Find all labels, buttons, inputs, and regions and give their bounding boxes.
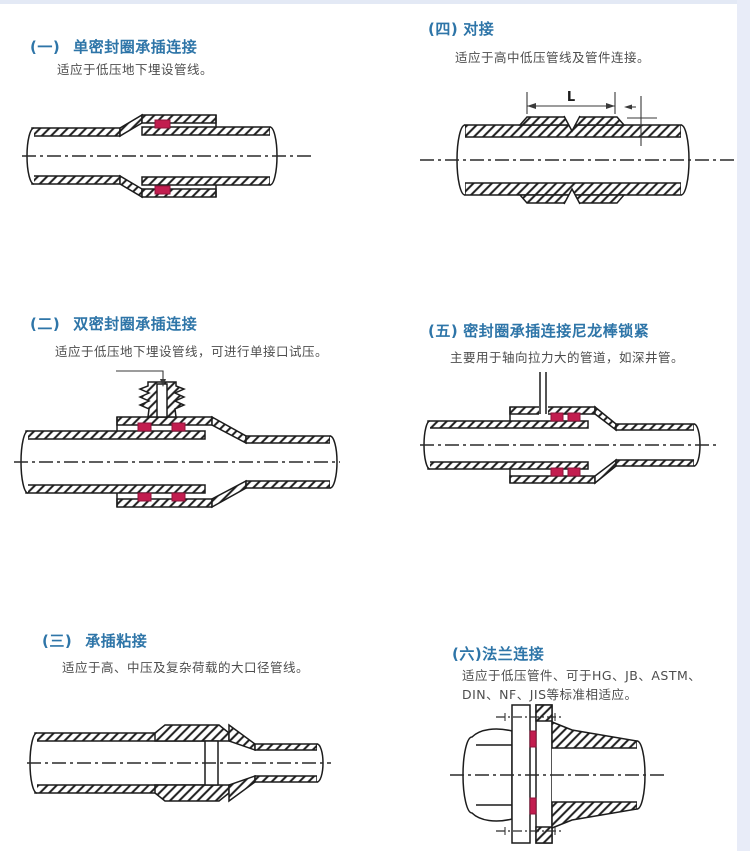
seal-ring xyxy=(567,467,581,477)
section3-title-text: 承插粘接 xyxy=(85,632,148,650)
section1-number: (一) xyxy=(30,38,61,56)
diagram-nylon-rod-locked-socket-joint xyxy=(420,372,716,485)
section2-title-text: 双密封圈承插连接 xyxy=(73,315,198,333)
seal-ring xyxy=(171,492,186,502)
section6-title-text: 法兰连接 xyxy=(482,645,545,663)
section4-title: (四)对接 xyxy=(428,18,494,39)
dimension-thickness xyxy=(624,96,657,146)
section4-number: (四) xyxy=(428,20,459,38)
section6-desc: 适应于低压管件、可于HG、JB、ASTM、DIN、NF、JIS等标准相适应。 xyxy=(462,668,702,703)
diagram-solvent-cement-socket-joint xyxy=(27,723,331,803)
bolt-centerlines xyxy=(496,713,564,835)
flange-plate-right xyxy=(535,704,553,844)
section4-title-text: 对接 xyxy=(463,20,495,38)
section3-desc: 适应于高、中压及复杂荷载的大口径管线。 xyxy=(62,660,310,675)
section1-title-text: 单密封圈承插连接 xyxy=(73,38,198,56)
section3-title: (三) 承插粘接 xyxy=(42,630,147,651)
gasket xyxy=(529,797,537,815)
section1-title: (一) 单密封圈承插连接 xyxy=(30,36,197,57)
section5-number: (五) xyxy=(428,322,459,340)
seal-ring xyxy=(137,492,152,502)
right-edge-strip xyxy=(737,0,750,851)
dimension-L: L xyxy=(526,90,616,114)
section1-desc: 适应于低压地下埋设管线。 xyxy=(57,62,214,77)
seal-ring xyxy=(171,422,186,432)
section2-title: (二) 双密封圈承插连接 xyxy=(30,313,197,334)
section5-title-text: 密封圈承插连接尼龙棒锁紧 xyxy=(463,322,650,340)
section5-title: (五)密封圈承插连接尼龙棒锁紧 xyxy=(428,320,649,341)
seal-ring xyxy=(154,119,171,129)
seal-ring xyxy=(567,412,581,422)
seal-ring xyxy=(550,412,564,422)
diagram-butt-joint: L xyxy=(420,90,742,205)
dim-length-label: L xyxy=(567,90,575,105)
diagram-double-seal-socket-joint xyxy=(14,370,340,509)
nylon-rod xyxy=(539,372,548,415)
seal-ring xyxy=(137,422,152,432)
top-edge-strip xyxy=(0,0,750,4)
leader-arrow xyxy=(116,370,166,387)
section6-title: (六)法兰连接 xyxy=(452,643,544,664)
section5-desc: 主要用于轴向拉力大的管道，如深井管。 xyxy=(450,350,685,365)
diagram-flange-joint xyxy=(450,704,668,844)
section2-desc: 适应于低压地下埋设管线，可进行单接口试压。 xyxy=(55,344,329,359)
gasket xyxy=(529,730,537,748)
seal-ring xyxy=(154,185,171,195)
flange-plate-left xyxy=(511,704,531,844)
diagram-single-seal-socket-joint xyxy=(22,113,312,199)
plug-slot xyxy=(156,383,168,418)
section4-desc: 适应于高中低压管线及管件连接。 xyxy=(455,50,651,65)
section3-number: (三) xyxy=(42,632,73,650)
section6-number: (六) xyxy=(452,645,483,663)
section2-number: (二) xyxy=(30,315,61,333)
seal-ring xyxy=(550,467,564,477)
